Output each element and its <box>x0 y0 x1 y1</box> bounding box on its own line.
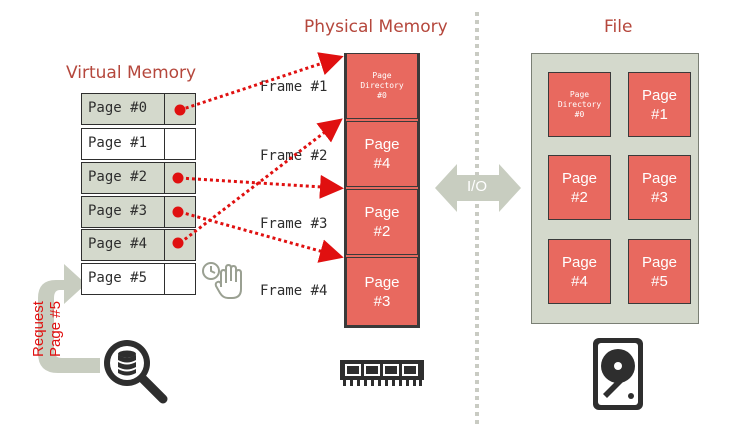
vm-page-5: Page #5 <box>81 263 196 295</box>
cell-line: #2 <box>373 223 391 240</box>
request-line-1: Request <box>30 301 47 357</box>
cell-line: #3 <box>651 188 668 206</box>
cell-line: #4 <box>571 272 588 290</box>
cell-line: Directory <box>557 99 602 109</box>
request-line-2: Page #5 <box>47 301 64 357</box>
memory-chip-icon <box>340 360 424 386</box>
cell-line: Page <box>364 204 400 221</box>
file-page-directory-0: Page Directory #0 <box>548 72 611 137</box>
pointer-dot-page0 <box>174 104 186 116</box>
cell-line: Page <box>561 169 598 187</box>
pointer-dot-page3 <box>172 206 184 218</box>
cell-line: #4 <box>373 155 391 172</box>
cell-line: #3 <box>373 292 391 310</box>
io-label: I/O <box>465 178 490 195</box>
physical-frame-4: Page #3 <box>346 257 418 326</box>
pointer-dot-page2 <box>172 172 184 184</box>
cell-line: Page <box>641 169 678 187</box>
vm-page-label: Page #5 <box>88 270 148 286</box>
cell-line: Page <box>641 86 678 104</box>
cell-line: Page <box>364 136 400 153</box>
file-page-3: Page #3 <box>628 155 691 220</box>
cell-line: #5 <box>651 272 668 290</box>
physical-frame-2: Page #4 <box>346 121 418 187</box>
arrow-page2-frame3 <box>179 174 344 199</box>
cell-line: #1 <box>651 105 668 123</box>
cell-line: #0 <box>574 109 585 119</box>
vm-page-label: Page #0 <box>88 100 148 116</box>
vm-page-label: Page #3 <box>88 203 148 219</box>
vm-page-label: Page #1 <box>88 135 148 151</box>
hand-icon <box>214 264 242 299</box>
frame-label-1: Frame #1 <box>260 79 328 95</box>
file-title: File <box>604 17 633 37</box>
cell-line: #0 <box>377 91 387 100</box>
clock-icon <box>202 262 220 280</box>
vm-page-label: Page #2 <box>88 169 148 185</box>
file-page-2: Page #2 <box>548 155 611 220</box>
vm-page-label: Page #4 <box>88 236 148 252</box>
vm-page-4: Page #4 <box>81 229 196 261</box>
arrow-page3-frame4 <box>179 210 344 263</box>
frame-label-2: Frame #2 <box>260 148 328 164</box>
cell-line: Page <box>569 89 590 99</box>
physical-frame-3: Page #2 <box>346 189 418 255</box>
cell-line: Page <box>561 253 598 271</box>
frame-label-3: Frame #3 <box>260 216 328 232</box>
file-page-5: Page #5 <box>628 239 691 304</box>
cell-line: Page <box>364 273 400 291</box>
cell-line: Page <box>372 71 392 80</box>
search-database-icon <box>104 340 168 404</box>
file-page-1: Page #1 <box>628 72 691 137</box>
divider-line <box>475 12 479 428</box>
vm-page-1: Page #1 <box>81 128 196 160</box>
file-page-4: Page #4 <box>548 239 611 304</box>
arrow-page0-frame1 <box>179 52 344 112</box>
frame-label-4: Frame #4 <box>260 283 328 299</box>
request-loop-arrow <box>38 264 100 373</box>
request-label: Request Page #5 <box>30 284 80 374</box>
cell-line: Page <box>641 253 678 271</box>
physical-frame-1: Page Directory #0 <box>346 53 418 119</box>
cell-line: Directory <box>360 81 404 90</box>
vm-page-3: Page #3 <box>81 196 196 228</box>
physical-memory-title: Physical Memory <box>304 17 448 37</box>
hard-drive-icon <box>593 338 643 410</box>
pointer-dot-page4 <box>172 237 184 249</box>
cell-line: #2 <box>571 188 588 206</box>
virtual-memory-title: Virtual Memory <box>66 63 197 83</box>
